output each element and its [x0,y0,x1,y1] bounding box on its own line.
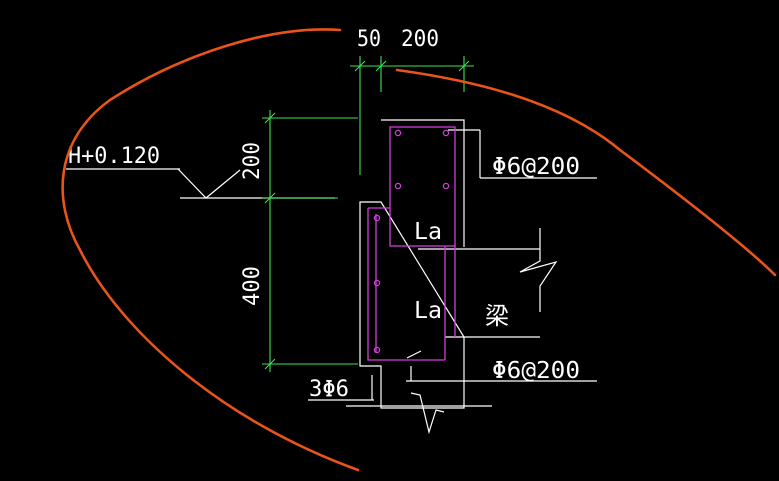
beam-break-line [418,228,558,338]
section-outline [346,119,492,409]
main-bars-label: 3Φ6 [309,377,349,402]
elevation-label: H+0.120 [68,144,160,169]
rebar-dot [394,182,402,190]
dimension-top-left: 50 [357,27,381,52]
anchorage-label-upper: La [414,219,442,245]
markup-loop-left [61,28,360,472]
rebar-dot [373,279,381,287]
left-dimension-chain [262,110,358,372]
rebar-dot [394,129,402,137]
dimension-top-right: 200 [401,27,439,52]
stirrup-label-lower: Φ6@200 [492,358,580,384]
rebar-dot [373,214,381,222]
leader-lines [308,129,597,401]
markup-loop-right [395,68,777,277]
elevation-marker [66,168,335,199]
top-dimension-chain [350,56,474,175]
anchorage-label-lower: La [414,298,442,324]
rebar-dot [442,129,450,137]
stirrup-label-upper: Φ6@200 [492,154,580,180]
beam-label: 梁 [485,302,509,330]
dimension-left-upper: 200 [240,142,265,180]
dimension-left-lower: 400 [240,266,265,306]
rebar-dot [442,182,450,190]
bottom-break-symbol [410,392,445,435]
rebar-dot [373,346,381,354]
reinforcement-cage [367,126,456,361]
